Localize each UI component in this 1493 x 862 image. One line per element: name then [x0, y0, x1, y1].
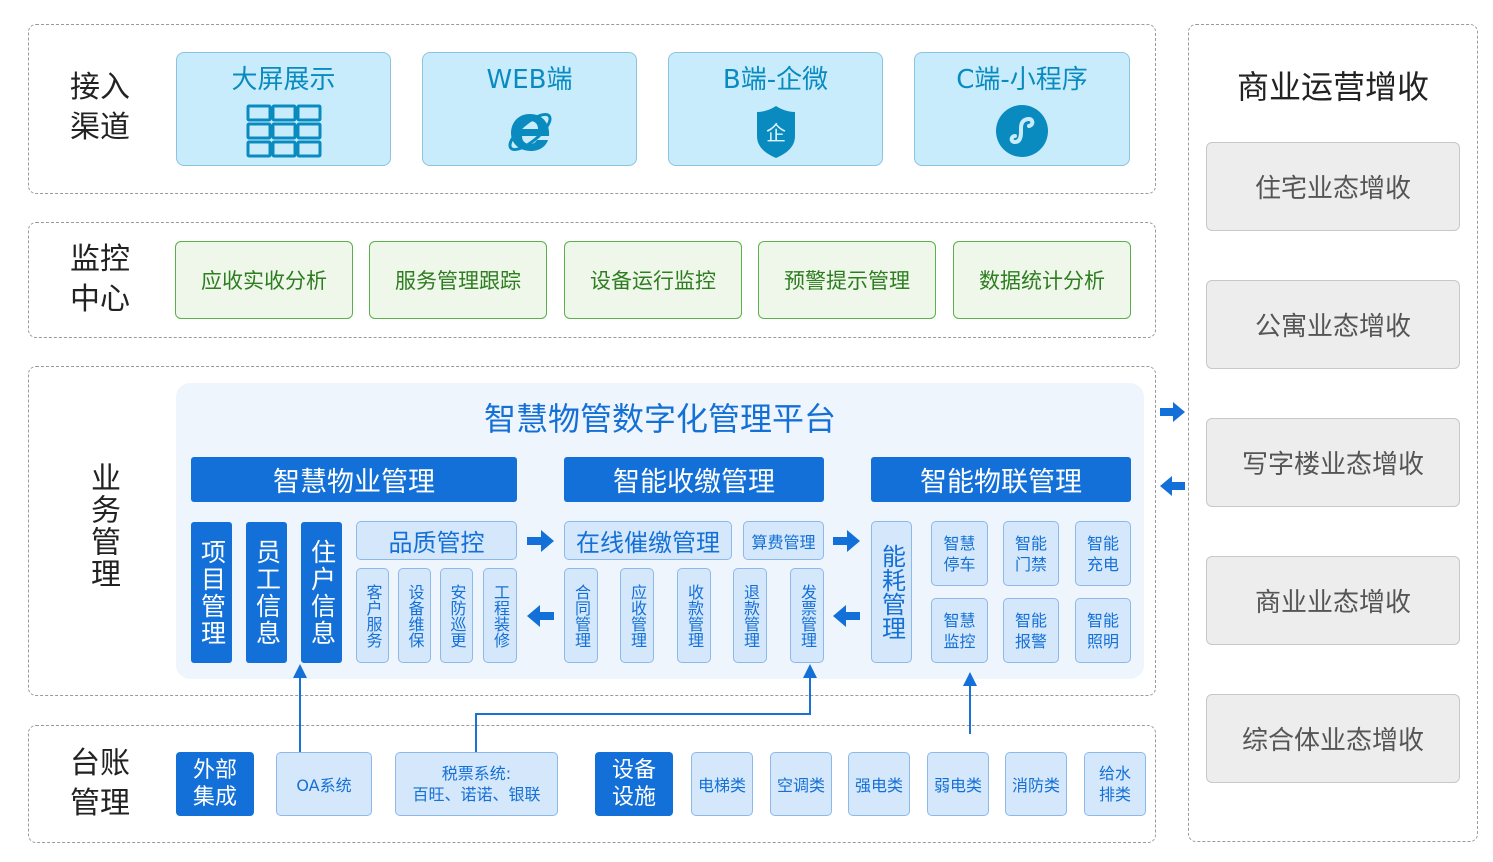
iot-item-smart-alarm[interactable]: 智能 报警: [1003, 598, 1059, 663]
quality-item-security-patrol[interactable]: 安防巡更: [440, 568, 473, 663]
energy-management-box[interactable]: 能耗管理: [871, 521, 912, 663]
staff-info-column[interactable]: 员工信息: [246, 522, 287, 663]
mini-program-icon: [915, 104, 1129, 158]
monitor-item-statistics[interactable]: 数据统计分析: [953, 241, 1131, 319]
revenue-item-apartment[interactable]: 公寓业态增收: [1206, 280, 1460, 369]
equipment-item-elevator[interactable]: 电梯类: [691, 752, 753, 816]
svg-text:企: 企: [766, 121, 786, 145]
arrow-left-from-revenue-icon: [1160, 476, 1185, 496]
monitor-item-receivable[interactable]: 应收实收分析: [175, 241, 353, 319]
property-management-header[interactable]: 智慧物业管理: [191, 457, 517, 502]
arrow-right-to-revenue-icon: [1160, 402, 1185, 422]
revenue-item-commercial[interactable]: 商业业态增收: [1206, 556, 1460, 645]
monitor-section: [28, 222, 1156, 338]
monitor-item-equipment[interactable]: 设备运行监控: [564, 241, 742, 319]
fee-calculation-box[interactable]: 算费管理: [743, 521, 824, 560]
platform-title: 智慧物管数字化管理平台: [483, 400, 836, 438]
billing-item-refund[interactable]: 退款管理: [733, 568, 767, 663]
equipment-item-hvac[interactable]: 空调类: [770, 752, 832, 816]
connector-tax-vertical: [475, 713, 477, 752]
tax-invoice-system-box[interactable]: 税票系统: 百旺、诺诺、银联: [395, 752, 558, 816]
access-channel-label: 接入 渠道: [70, 70, 130, 145]
channel-c-mini-program-label: C端-小程序: [956, 65, 1088, 95]
business-label: 业务管理: [85, 462, 120, 590]
iot-item-smart-charging[interactable]: 智能 充电: [1075, 521, 1131, 586]
wecom-shield-icon: 企: [669, 104, 882, 160]
quality-control-box[interactable]: 品质管控: [356, 521, 517, 560]
monitor-item-warning[interactable]: 预警提示管理: [758, 241, 936, 319]
iot-item-smart-access[interactable]: 智能 门禁: [1003, 521, 1059, 586]
billing-item-receivable[interactable]: 应收管理: [620, 568, 654, 663]
revenue-item-residential[interactable]: 住宅业态增收: [1206, 142, 1460, 231]
connector-tax-horizontal: [475, 713, 811, 715]
billing-item-collection[interactable]: 收款管理: [677, 568, 711, 663]
equipment-item-strong-current[interactable]: 强电类: [848, 752, 910, 816]
connector-tax-to-invoice: [809, 676, 811, 715]
iot-item-smart-lighting[interactable]: 智能 照明: [1075, 598, 1131, 663]
channel-big-screen[interactable]: 大屏展示: [176, 52, 391, 166]
arrow-right-icon: [833, 530, 860, 552]
billing-item-invoice[interactable]: 发票管理: [790, 568, 824, 663]
resident-info-column[interactable]: 住户信息: [301, 522, 342, 663]
revenue-section: [1188, 24, 1478, 842]
business-section: [28, 366, 1156, 696]
monitor-item-service[interactable]: 服务管理跟踪: [369, 241, 547, 319]
channel-b-wecom-label: B端-企微: [722, 65, 829, 95]
quality-item-customer-service[interactable]: 客户服务: [356, 568, 389, 663]
tax-system-vendors: 百旺、诺诺、银联: [412, 785, 541, 804]
arrow-up-icon: [293, 664, 307, 678]
grid-screen-icon: [177, 104, 390, 158]
channel-c-mini-program[interactable]: C端-小程序: [914, 52, 1130, 166]
channel-web-label: WEB端: [486, 65, 573, 95]
ie-browser-icon: [423, 104, 636, 158]
equipment-facilities-box[interactable]: 设备 设施: [595, 752, 673, 816]
arrow-left-icon: [833, 605, 860, 627]
online-collection-box[interactable]: 在线催缴管理: [564, 521, 732, 560]
revenue-item-office[interactable]: 写字楼业态增收: [1206, 418, 1460, 507]
iot-item-smart-parking[interactable]: 智慧 停车: [931, 521, 988, 586]
revenue-item-complex[interactable]: 综合体业态增收: [1206, 694, 1460, 783]
connector-equipment-to-iot: [969, 684, 971, 734]
ledger-label: 台账 管理: [70, 746, 130, 821]
channel-b-wecom[interactable]: B端-企微 企: [668, 52, 883, 166]
oa-system-box[interactable]: OA系统: [276, 752, 372, 816]
revenue-title: 商业运营增收: [1236, 68, 1429, 106]
iot-management-header[interactable]: 智能物联管理: [871, 457, 1131, 502]
channel-big-screen-label: 大屏展示: [231, 65, 336, 95]
equipment-item-weak-current[interactable]: 弱电类: [927, 752, 989, 816]
access-channel-section: [28, 24, 1156, 194]
monitor-label: 监控 中心: [70, 242, 130, 317]
channel-web[interactable]: WEB端: [422, 52, 637, 166]
billing-item-contract[interactable]: 合同管理: [564, 568, 598, 663]
arrow-right-icon: [527, 530, 554, 552]
billing-management-header[interactable]: 智能收缴管理: [564, 457, 824, 502]
arrow-up-icon: [963, 672, 977, 686]
tax-system-title: 税票系统:: [441, 764, 512, 783]
connector-oa-to-resident: [299, 676, 301, 752]
project-management-column[interactable]: 项目管理: [191, 522, 232, 663]
iot-item-smart-monitoring[interactable]: 智慧 监控: [931, 598, 988, 663]
equipment-item-fire[interactable]: 消防类: [1005, 752, 1067, 816]
equipment-item-water[interactable]: 给水 排类: [1084, 752, 1146, 816]
quality-item-equipment-maintenance[interactable]: 设备维保: [398, 568, 431, 663]
arrow-up-icon: [803, 664, 817, 678]
external-integration-box[interactable]: 外部 集成: [176, 752, 254, 816]
arrow-left-icon: [527, 605, 554, 627]
ledger-section: [28, 725, 1156, 843]
quality-item-engineering[interactable]: 工程装修: [483, 568, 517, 663]
